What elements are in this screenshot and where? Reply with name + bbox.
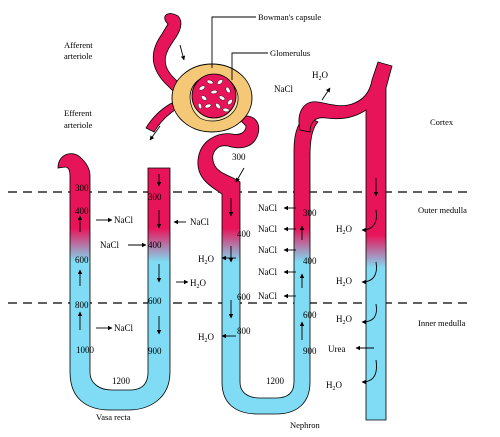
- vasa-recta-flow-arrows: [77, 174, 162, 335]
- np-asc-400: 400: [303, 256, 317, 266]
- vr-desc-400: 400: [75, 206, 89, 216]
- nacl-np-1: NaCl: [258, 203, 277, 213]
- outer-medulla-label: Outer medulla: [418, 205, 467, 215]
- np-desc-800: 800: [237, 326, 251, 336]
- vasa-recta-label: Vasa recta: [96, 412, 131, 422]
- vr-bottom-1200: 1200: [112, 376, 131, 386]
- water-labels: H2O H2O H2O H2O H2O H2O H2O H2O: [190, 70, 353, 392]
- np-pct-300: 300: [232, 152, 246, 162]
- nephron-flow-arrows: [228, 167, 305, 340]
- vr-desc-800: 800: [75, 300, 89, 310]
- np-bottom-1200: 1200: [266, 376, 285, 386]
- nacl-vr-2: NaCl: [190, 217, 209, 227]
- glomerulus-label: Glomerulus: [270, 48, 310, 58]
- nephron: [145, 13, 393, 421]
- vasa-recta-exchange-arrows: [96, 217, 189, 331]
- afferent-label-1: Afferent: [64, 40, 93, 50]
- nacl-vr-1: NaCl: [114, 215, 133, 225]
- nacl-vr-3: NaCl: [100, 240, 119, 250]
- h2o-duct-1: H2O: [336, 224, 353, 236]
- vr-desc-600: 600: [75, 255, 89, 265]
- vasa-recta-concentrations: 300 400 600 800 1000 1200 300 400 600 90…: [75, 183, 162, 386]
- nephron-concentrations: 300 400 600 800 1200 300 400 600 900: [232, 152, 317, 386]
- h2o-duct-2: H2O: [336, 276, 353, 288]
- glomerulus-leader: [231, 52, 268, 80]
- duct-arrows: [321, 87, 379, 385]
- urea-label: Urea: [328, 344, 346, 354]
- vr-asc-400: 400: [148, 240, 162, 250]
- afferent-flow-arrow: [179, 44, 186, 61]
- efferent-label-1: Efferent: [64, 108, 92, 118]
- nephron-exchange-arrows: [221, 205, 296, 339]
- vr-desc-1000: 1000: [76, 345, 95, 355]
- np-asc-300: 300: [303, 208, 317, 218]
- nacl-np-3: NaCl: [258, 245, 277, 255]
- vr-asc-300: 300: [148, 192, 162, 202]
- bowmans-capsule-label: Bowman's capsule: [258, 12, 321, 22]
- nacl-np-5: NaCl: [258, 291, 277, 301]
- np-asc-600: 600: [303, 310, 317, 320]
- h2o-np-1: H2O: [198, 254, 215, 266]
- vr-asc-900: 900: [148, 346, 162, 356]
- nacl-labels: NaCl NaCl NaCl NaCl NaCl NaCl NaCl NaCl …: [100, 84, 293, 333]
- glomerulus: [191, 73, 237, 119]
- nephron-label: Nephron: [290, 420, 320, 430]
- collecting-duct: [298, 61, 393, 421]
- np-desc-400: 400: [237, 229, 251, 239]
- nacl-vr-4: NaCl: [114, 323, 133, 333]
- vr-asc-600: 600: [148, 296, 162, 306]
- h2o-np-2: H2O: [198, 332, 215, 344]
- inner-medulla-label: Inner medulla: [418, 318, 466, 328]
- structure-labels: Bowman's capsule Glomerulus Afferent art…: [64, 12, 467, 430]
- nacl-np-4: NaCl: [258, 267, 277, 277]
- cortex-label: Cortex: [430, 117, 454, 127]
- bowmans-leader: [211, 16, 256, 68]
- np-asc-900: 900: [303, 346, 317, 356]
- nacl-np-2: NaCl: [258, 224, 277, 234]
- efferent-flow-arrow: [149, 125, 161, 141]
- np-desc-600: 600: [237, 292, 251, 302]
- h2o-duct-4: H2O: [326, 380, 343, 392]
- afferent-label-2: arteriole: [64, 51, 93, 61]
- vr-desc-300: 300: [75, 183, 89, 193]
- efferent-label-2: arteriole: [64, 120, 93, 130]
- proximal-tubule: [197, 115, 319, 415]
- afferent-arteriole: [152, 13, 185, 95]
- h2o-vr: H2O: [190, 278, 207, 290]
- vasa-recta: [57, 153, 171, 411]
- h2o-cortex: H2O: [312, 70, 329, 82]
- nacl-cortex: NaCl: [274, 84, 293, 94]
- h2o-duct-3: H2O: [336, 314, 353, 326]
